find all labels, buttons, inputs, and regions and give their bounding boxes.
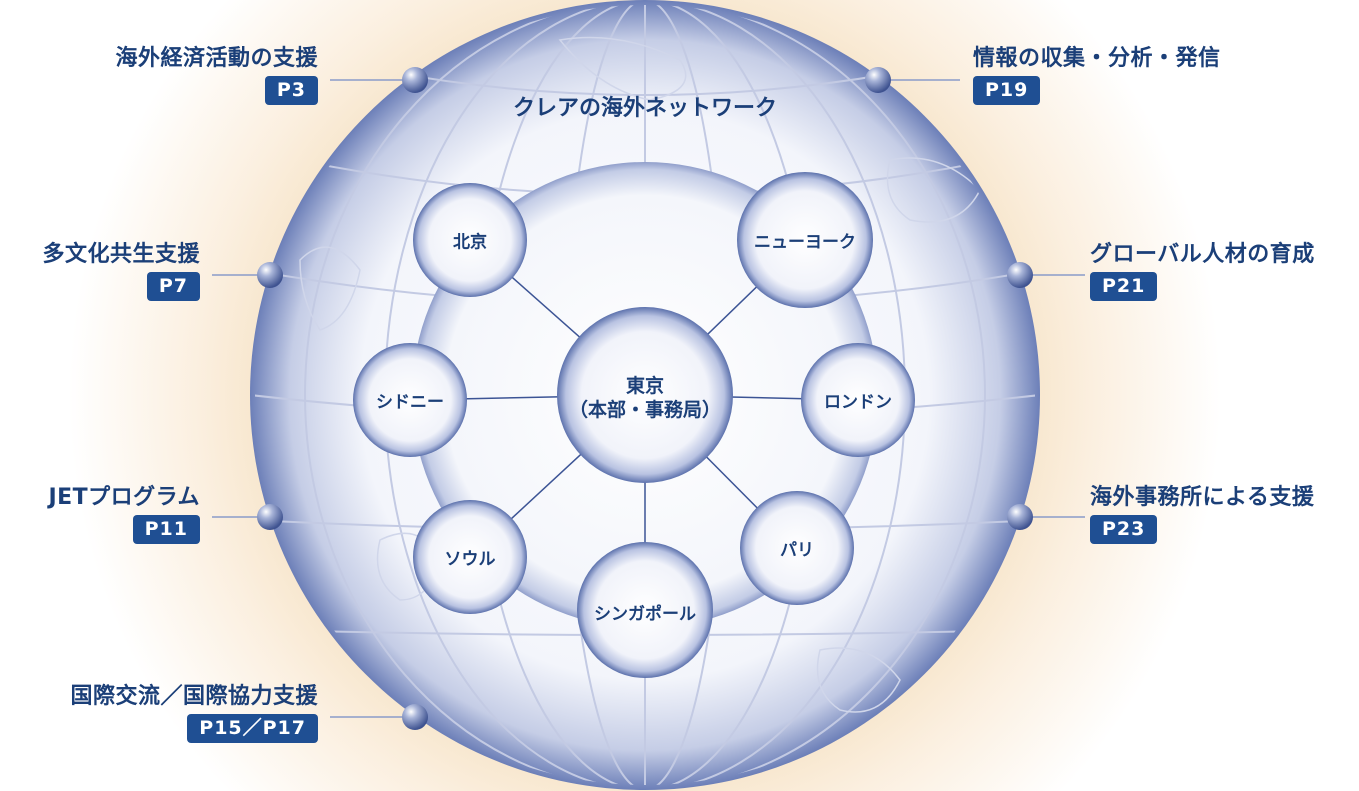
page-badge[interactable]: P11	[132, 515, 200, 544]
topic-global-talent-development[interactable]: グローバル人材の育成 P21	[1090, 236, 1350, 306]
page-badge[interactable]: P19	[973, 76, 1041, 105]
topic-overseas-economic-support[interactable]: 海外経済活動の支援 P3	[0, 40, 318, 110]
office-label-beijing: 北京	[453, 232, 487, 253]
center-node-label: 東京 （本部・事務局）	[569, 374, 721, 422]
office-label-sydney: シドニー	[376, 392, 444, 413]
center-node-subtitle: （本部・事務局）	[568, 399, 722, 421]
network-title: クレアの海外ネットワーク	[512, 96, 778, 121]
topic-title: 多文化共生支援	[42, 242, 200, 267]
topic-title: 国際交流／国際協力支援	[70, 684, 318, 709]
topic-title: 海外経済活動の支援	[115, 46, 318, 71]
office-label-paris: パリ	[780, 540, 814, 561]
page-badge[interactable]: P23	[1090, 515, 1158, 544]
topic-title: 情報の収集・分析・発信	[973, 46, 1221, 71]
topic-title: グローバル人材の育成	[1090, 242, 1315, 267]
topic-jet-programme[interactable]: JETプログラム P11	[0, 479, 200, 549]
office-label-singapore: シンガポール	[594, 604, 696, 625]
topic-multicultural-support[interactable]: 多文化共生支援 P7	[0, 236, 200, 306]
topic-title: 海外事務所による支援	[1090, 485, 1315, 510]
topic-information-collection[interactable]: 情報の収集・分析・発信 P19	[973, 40, 1273, 110]
center-node-title: 東京	[625, 375, 665, 397]
page-badge[interactable]: P15／P17	[187, 714, 318, 743]
page-badge[interactable]: P21	[1090, 272, 1158, 301]
topic-title: JETプログラム	[48, 485, 200, 510]
office-label-london: ロンドン	[824, 392, 892, 413]
continent-outlines	[299, 36, 981, 713]
office-label-seoul: ソウル	[444, 549, 496, 570]
topic-overseas-office-support[interactable]: 海外事務所による支援 P23	[1090, 479, 1350, 549]
page-badge[interactable]: P3	[264, 76, 318, 105]
office-label-new-york: ニューヨーク	[754, 232, 856, 253]
topic-international-exchange-cooperation[interactable]: 国際交流／国際協力支援 P15／P17	[0, 678, 318, 748]
page-badge[interactable]: P7	[146, 272, 200, 301]
office-nodes	[353, 172, 915, 678]
connector-balls	[257, 67, 1033, 730]
